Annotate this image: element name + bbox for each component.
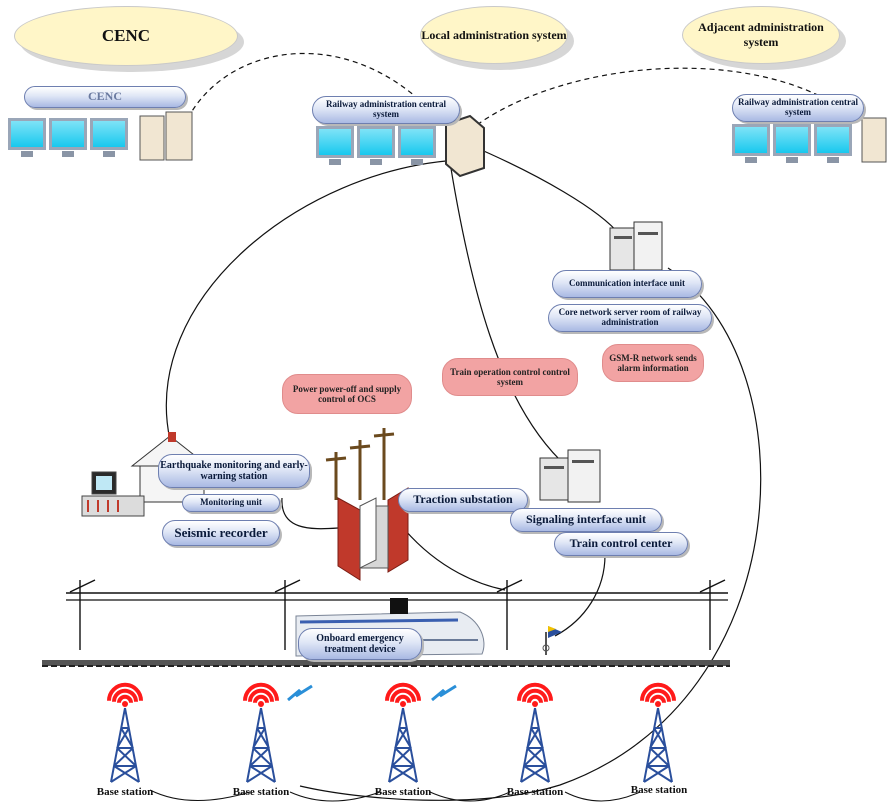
utility-poles-icon (325, 428, 395, 500)
link-tcc-signal (554, 554, 606, 637)
base-station-label: Base station (630, 784, 688, 796)
monitor-icon (732, 124, 770, 163)
base-station-label: Base station (374, 786, 432, 798)
seismic-recorder-device-icon (81, 471, 145, 517)
label-train-control-center: Train control center (554, 532, 688, 556)
base-station-tower-icon (640, 682, 676, 783)
cenc-bar: CENC (24, 86, 186, 108)
rail-track (42, 660, 730, 666)
server-cabinet-icon (445, 114, 485, 178)
signal-icon (542, 626, 562, 655)
link-core-basestations (299, 267, 762, 801)
monitor-icon (773, 124, 811, 163)
label-rail-admin-adjacent: Railway administration central system (732, 94, 864, 122)
catenary-masts (69, 579, 726, 650)
link-monitor-substation (281, 497, 339, 530)
local-workstations (316, 126, 436, 165)
base-station-tower-icon (243, 682, 279, 783)
monitor-icon (316, 126, 354, 165)
label-onboard-device: Onboard emergency treatment device (298, 628, 422, 660)
adjacent-workstations (732, 124, 852, 163)
label-seismic-recorder: Seismic recorder (162, 520, 280, 546)
arc-bs-2-3 (289, 791, 381, 802)
label-core-network: Core network server room of railway admi… (548, 304, 712, 332)
monitor-icon (398, 126, 436, 165)
base-station-label: Base station (96, 786, 154, 798)
server-cabinet-icon (861, 117, 887, 163)
cloud-local-administration: Local administration system (420, 6, 568, 64)
link-substation-track (404, 529, 506, 591)
label-traction-substation: Traction substation (398, 488, 528, 512)
base-station-label: Base station (232, 786, 290, 798)
alert-gsmr: GSM-R network sends alarm information (602, 344, 704, 382)
link-local-signaling (447, 149, 561, 461)
label-earthquake-station: Earthquake monitoring and early-warning … (158, 454, 310, 488)
arc-bs-1-2 (149, 789, 251, 802)
arc-bs-4-5 (564, 791, 641, 802)
server-icon (609, 221, 663, 271)
monitor-icon (357, 126, 395, 165)
monitor-icon (90, 118, 128, 157)
dashed-link-local-adjacent (469, 67, 859, 131)
monitor-icon (8, 118, 46, 157)
link-local-earthquake (165, 159, 459, 441)
cenc-workstations (8, 118, 128, 157)
alert-train-operation-control: Train operation control control system (442, 358, 578, 396)
link-local-core (469, 144, 621, 236)
wireless-bolt-icon (431, 684, 457, 702)
alert-power-off: Power power-off and supply control of OC… (282, 374, 412, 414)
cloud-adjacent-administration: Adjacent administration system (682, 6, 840, 64)
label-rail-admin-local: Railway administration central system (312, 96, 460, 124)
base-station-tower-icon (385, 682, 421, 783)
cloud-cenc: CENC (14, 6, 238, 66)
arc-bs-3-4 (429, 791, 511, 802)
base-station-tower-icon (517, 682, 553, 783)
base-station-label: Base station (506, 786, 564, 798)
label-monitoring-unit: Monitoring unit (182, 494, 280, 512)
label-communication-interface: Communication interface unit (552, 270, 702, 298)
server-cabinet-icon (139, 111, 193, 161)
label-signaling-interface: Signaling interface unit (510, 508, 662, 532)
base-station-tower-icon (107, 682, 143, 783)
wireless-bolt-icon (287, 684, 313, 702)
monitor-icon (814, 124, 852, 163)
dashed-link-cenc-local (187, 52, 449, 131)
monitor-icon (49, 118, 87, 157)
server-icon (539, 449, 601, 503)
